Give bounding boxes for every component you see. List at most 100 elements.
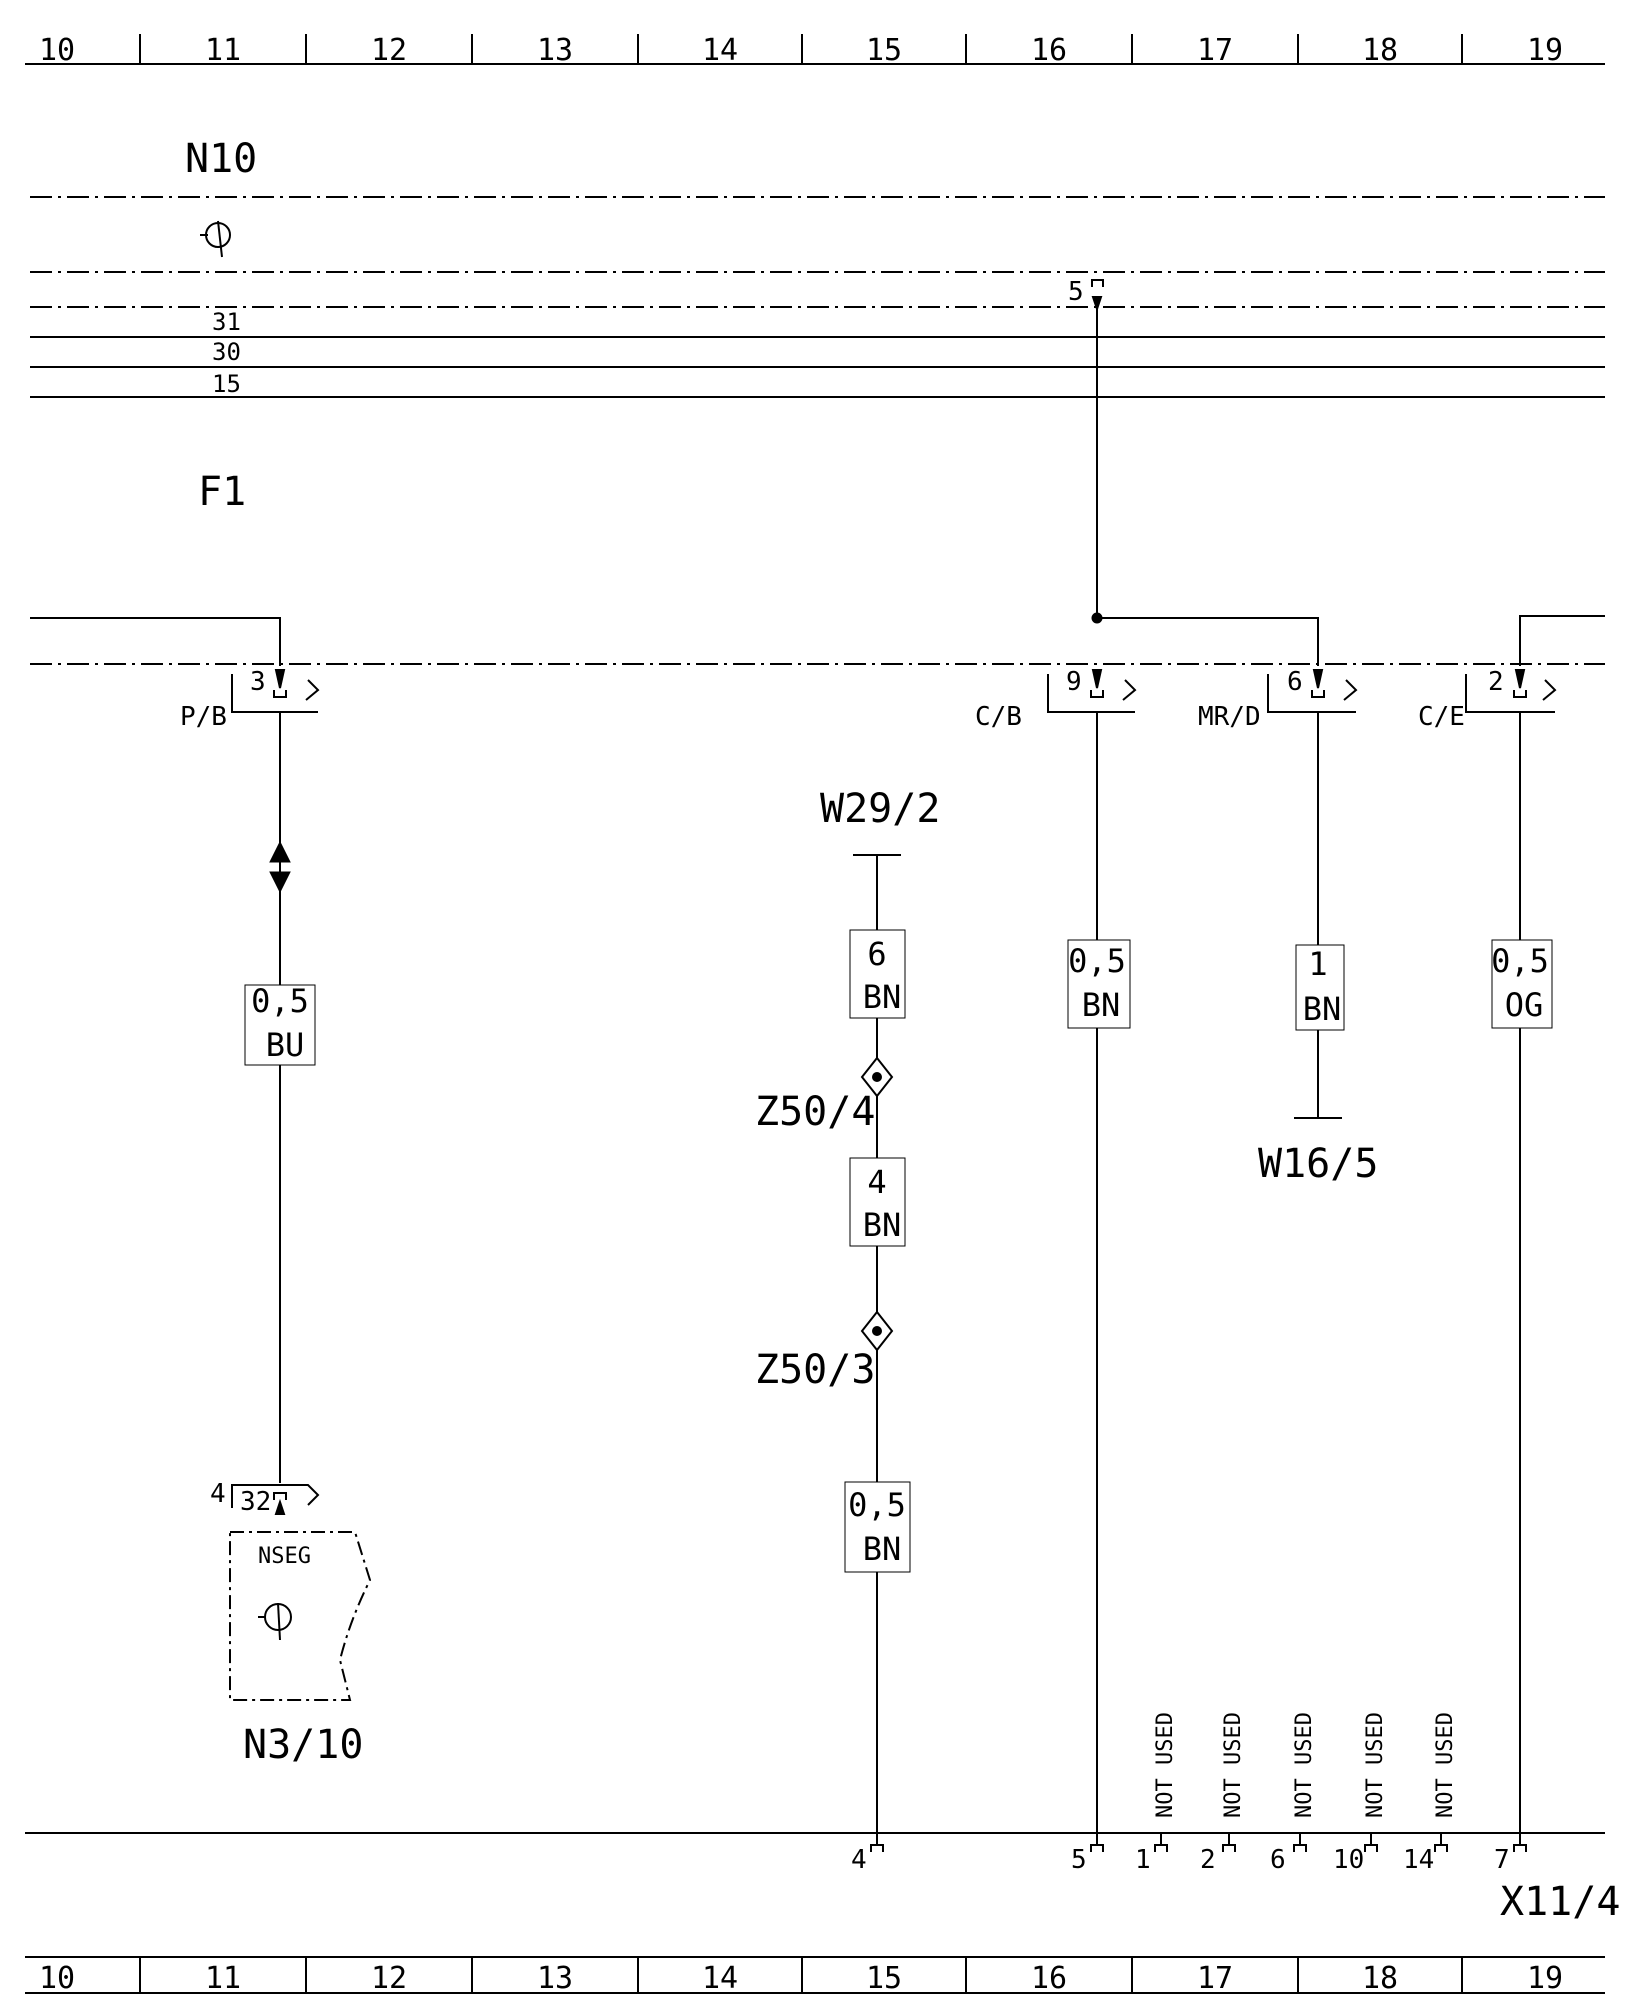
wire-mrd-color: BN — [1303, 990, 1342, 1028]
wire-right-entry — [1519, 615, 1605, 666]
wire-mrd-label-bg — [1295, 944, 1345, 1031]
grid-col-16: 16 — [1031, 33, 1067, 68]
connector-mrd — [1267, 669, 1358, 713]
splice-arrows-icon — [269, 840, 291, 894]
connector-cb-pin: 9 — [1066, 667, 1082, 697]
x11-4-pin-labels: 4 5 1 2 6 10 14 7 — [851, 1845, 1510, 1875]
top-grid-ruler — [25, 34, 1605, 65]
connector-ce — [1465, 669, 1557, 713]
connector-mrd-pin: 6 — [1287, 667, 1303, 697]
wire-cb-label-bg — [1067, 939, 1131, 1029]
z50-3-splice-icon — [860, 1310, 894, 1352]
bottom-grid-col-19: 19 — [1527, 1961, 1563, 1996]
x11-pin-7: 7 — [1494, 1845, 1510, 1875]
component-n3-10-label: N3/10 — [243, 1722, 363, 1768]
x11-pin-10: 10 — [1333, 1845, 1364, 1875]
connector-cb — [1047, 669, 1137, 713]
connector-n3-10 — [231, 1484, 320, 1515]
bottom-grid-col-14: 14 — [702, 1961, 738, 1996]
x11-pin-4: 4 — [851, 1845, 867, 1875]
bottom-grid-col-10: 10 — [39, 1961, 75, 1996]
wire-bu-size: 0,5 — [251, 982, 309, 1020]
bottom-grid-col-15: 15 — [866, 1961, 902, 1996]
x11-pin-6: 6 — [1270, 1845, 1286, 1875]
grid-col-10: 10 — [39, 33, 75, 68]
component-w16-5-label: W16/5 — [1258, 1141, 1378, 1187]
bottom-grid-col-11: 11 — [205, 1961, 241, 1996]
connector-pb-label: P/B — [180, 702, 227, 732]
power-bus — [30, 336, 1605, 398]
not-used-labels: NOT USED NOT USED NOT USED NOT USED NOT … — [1153, 1712, 1458, 1818]
bottom-grid-col-18: 18 — [1362, 1961, 1398, 1996]
bus-label-15: 15 — [212, 370, 241, 398]
w29-seg2-size: 4 — [867, 1163, 886, 1201]
wire-ce-label-bg — [1491, 939, 1553, 1029]
not-used-label-pin10: NOT USED — [1363, 1712, 1388, 1818]
not-used-label-pin14: NOT USED — [1433, 1712, 1458, 1818]
wire-mrd-size: 1 — [1308, 945, 1327, 983]
x11-4-pin-sockets — [870, 1833, 1527, 1852]
bottom-grid-col-13: 13 — [537, 1961, 573, 1996]
bottom-grid-col-12: 12 — [371, 1961, 407, 1996]
connector-cb-label: C/B — [975, 702, 1022, 732]
bottom-grid-ruler — [25, 1956, 1605, 1994]
component-z50-3-label: Z50/3 — [755, 1347, 875, 1393]
grid-col-14: 14 — [702, 33, 738, 68]
w29-seg1-bg — [849, 929, 906, 1019]
connector-mrd-label: MR/D — [1198, 702, 1261, 732]
component-n10-label: N10 — [185, 136, 257, 182]
w29-seg1-size: 6 — [867, 935, 886, 973]
w29-seg3-color: BN — [863, 1530, 902, 1568]
w29-seg3-bg — [844, 1481, 911, 1573]
not-used-label-pin6: NOT USED — [1292, 1712, 1317, 1818]
x11-pin-1: 1 — [1135, 1845, 1151, 1875]
grid-col-19: 19 — [1527, 33, 1563, 68]
component-z50-4-label: Z50/4 — [755, 1089, 875, 1135]
bottom-grid-col-17: 17 — [1197, 1961, 1233, 1996]
not-used-label-pin2: NOT USED — [1221, 1712, 1246, 1818]
wire-left-entry — [30, 617, 281, 666]
n3-inner-pin: 32 — [240, 1487, 271, 1517]
bottom-grid-col-16: 16 — [1031, 1961, 1067, 1996]
wire-bu-label-bg — [244, 984, 316, 1066]
w29-seg2-color: BN — [863, 1206, 902, 1244]
z50-4-splice-icon — [860, 1056, 894, 1098]
n10-ground-symbol-icon — [200, 220, 231, 258]
grid-col-11: 11 — [205, 33, 241, 68]
top-grid-labels: 10 11 12 13 14 15 16 17 18 19 — [39, 33, 1563, 68]
wire-junction-to-mrd — [1097, 617, 1319, 666]
n3-outer-pin: 4 — [210, 1479, 226, 1509]
bottom-grid-labels: 10 11 12 13 14 15 16 17 18 19 — [39, 1961, 1563, 1996]
grid-col-17: 17 — [1197, 33, 1233, 68]
connector-pb — [231, 669, 320, 713]
n3-10-housing — [229, 1531, 372, 1701]
component-w29-2-label: W29/2 — [820, 786, 940, 832]
component-f1-label: F1 — [198, 469, 246, 515]
grid-col-13: 13 — [537, 33, 573, 68]
n3-10-inner-label: NSEG — [258, 1544, 311, 1569]
w29-seg3-size: 0,5 — [848, 1486, 906, 1524]
connector-pb-pin: 3 — [250, 667, 266, 697]
component-x11-4-label: X11/4 — [1500, 1879, 1620, 1925]
grid-col-18: 18 — [1362, 33, 1398, 68]
grid-col-15: 15 — [866, 33, 902, 68]
wire-ce-color: OG — [1505, 986, 1544, 1024]
top-connector-pin-label: 5 — [1068, 277, 1084, 307]
x11-pin-5: 5 — [1071, 1845, 1087, 1875]
w29-seg1-color: BN — [863, 978, 902, 1016]
wire-ce-size: 0,5 — [1491, 942, 1549, 980]
n3-10-ground-symbol-icon — [258, 1602, 292, 1641]
grid-col-12: 12 — [371, 33, 407, 68]
x11-pin-2: 2 — [1200, 1845, 1216, 1875]
connector-ce-pin: 2 — [1488, 667, 1504, 697]
not-used-label-pin1: NOT USED — [1153, 1712, 1178, 1818]
bus-label-31: 31 — [212, 308, 241, 336]
w29-seg2-bg — [849, 1157, 906, 1247]
wire-cb-size: 0,5 — [1068, 942, 1126, 980]
wire-cb-color: BN — [1082, 986, 1121, 1024]
bus-label-30: 30 — [212, 338, 241, 366]
connector-ce-label: C/E — [1418, 702, 1465, 732]
wire-bu-color: BU — [266, 1026, 305, 1064]
x11-pin-14: 14 — [1403, 1845, 1434, 1875]
